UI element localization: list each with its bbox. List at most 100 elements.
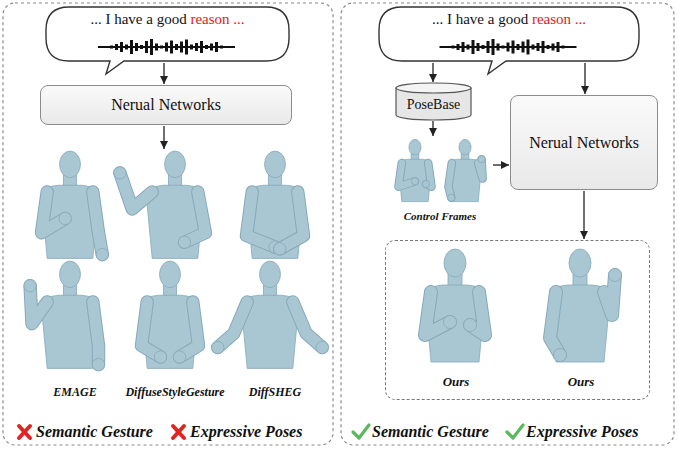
figure-hand — [478, 156, 485, 163]
avatar-figure — [24, 261, 105, 371]
waveform-bar — [170, 41, 173, 54]
flow-arrow — [432, 121, 433, 136]
waveform-bar — [125, 45, 128, 50]
speech-text: ... I have a good — [90, 11, 186, 27]
cross-icon — [173, 426, 184, 438]
waveform-bar — [527, 40, 530, 55]
waveform-bar — [190, 45, 193, 50]
figure-torso — [399, 159, 432, 201]
keyword-text: reason ... — [532, 11, 586, 27]
left-panel — [3, 3, 333, 445]
waveform-bar — [522, 42, 525, 53]
network-box: Nerual Networks — [40, 85, 292, 125]
figure-head — [569, 249, 591, 277]
figure-hand — [448, 194, 455, 201]
waveform-bar — [115, 44, 118, 50]
figure-head — [60, 151, 81, 178]
waveform-bar — [547, 45, 550, 49]
waveform-bar — [462, 42, 465, 52]
figure-arm — [293, 302, 322, 348]
speech-bubble: ... I have a good reason ... — [45, 6, 290, 62]
figure-arm — [185, 192, 206, 242]
waveform-bar — [210, 44, 213, 51]
figure-hand — [422, 180, 429, 187]
speech-text: ... I have a good — [432, 11, 528, 27]
waveform-bar — [537, 43, 540, 51]
criterion-label: Semantic Gesture — [36, 423, 153, 441]
avatar-figure — [448, 139, 485, 201]
waveform-bar — [452, 46, 455, 49]
flow-arrow — [583, 191, 584, 239]
flow-arrow — [163, 126, 164, 149]
figure-hand — [444, 316, 457, 329]
figure-arm-outline — [42, 192, 66, 233]
avatar-figure — [425, 249, 485, 362]
avatar-figure — [114, 151, 206, 258]
waveform-bar — [562, 46, 565, 49]
figure-arm — [247, 192, 276, 247]
figure-caption: Control Frames — [404, 210, 476, 222]
keyword-text: reason ... — [190, 11, 244, 27]
figure-hand — [96, 248, 108, 260]
criterion-label: Expressive Poses — [190, 423, 302, 441]
flow-arrow — [432, 63, 433, 82]
output-box: OursOurs — [385, 240, 650, 400]
right-panel — [341, 3, 674, 445]
figure-arm-outline — [93, 192, 103, 255]
waveform-bar — [145, 41, 148, 53]
waveform-bar — [140, 45, 143, 49]
figure-hand — [411, 178, 418, 185]
figure-hand — [316, 341, 328, 353]
figure-arm — [120, 173, 152, 209]
figure-head — [409, 139, 421, 154]
waveform-bar — [200, 41, 203, 53]
figure-head — [459, 139, 471, 154]
figure-head — [60, 261, 81, 288]
figure-hand — [173, 351, 185, 363]
figure-arm-outline — [425, 292, 450, 335]
waveform-bar — [542, 41, 545, 53]
figure-head — [165, 151, 186, 178]
waveform-bar — [220, 46, 223, 49]
control-frames: Control Frames — [388, 137, 492, 226]
waveform-bar — [175, 44, 178, 50]
waveform-bar — [205, 45, 208, 49]
figure-arm-outline — [218, 302, 247, 348]
cylinder-top — [396, 83, 471, 93]
figure-hand — [154, 351, 166, 363]
figure-hand — [92, 358, 104, 370]
bubble-shape — [46, 7, 289, 74]
word-gap — [528, 11, 532, 27]
figure-caption: Ours — [443, 374, 470, 390]
figure-hand — [24, 280, 36, 292]
figure-hand — [59, 212, 71, 224]
waveform-bar — [482, 45, 485, 49]
figure-arm-outline — [280, 192, 304, 249]
bubble-text: ... I have a good reason ... — [378, 6, 640, 28]
figure-head — [260, 261, 281, 288]
waveform-bar — [130, 40, 133, 54]
waveform-bar — [110, 46, 113, 49]
waveform-bar — [150, 39, 153, 55]
waveform-bar — [532, 45, 535, 50]
figure-head — [265, 151, 286, 178]
database-cylinder: PoseBase — [395, 83, 472, 120]
flow-arrow — [163, 63, 164, 84]
figure-hand — [464, 319, 477, 332]
speech-bubble: ... I have a good reason ... — [378, 6, 640, 62]
figure-arm — [180, 302, 199, 357]
figure-arm — [280, 192, 304, 249]
figure-arm-outline — [93, 302, 99, 365]
waveform-bar — [120, 42, 123, 52]
bubble-text: ... I have a good reason ... — [45, 6, 290, 28]
network-label: Nerual Networks — [111, 96, 221, 114]
figure-arm — [449, 163, 452, 198]
figure-hand — [178, 236, 190, 248]
waveform-bar — [487, 41, 490, 53]
waveform-bar — [135, 43, 138, 51]
waveform-bar — [180, 42, 183, 53]
figure-hand — [212, 341, 224, 353]
figure-torso — [142, 295, 199, 368]
waveform-bar — [502, 46, 505, 49]
